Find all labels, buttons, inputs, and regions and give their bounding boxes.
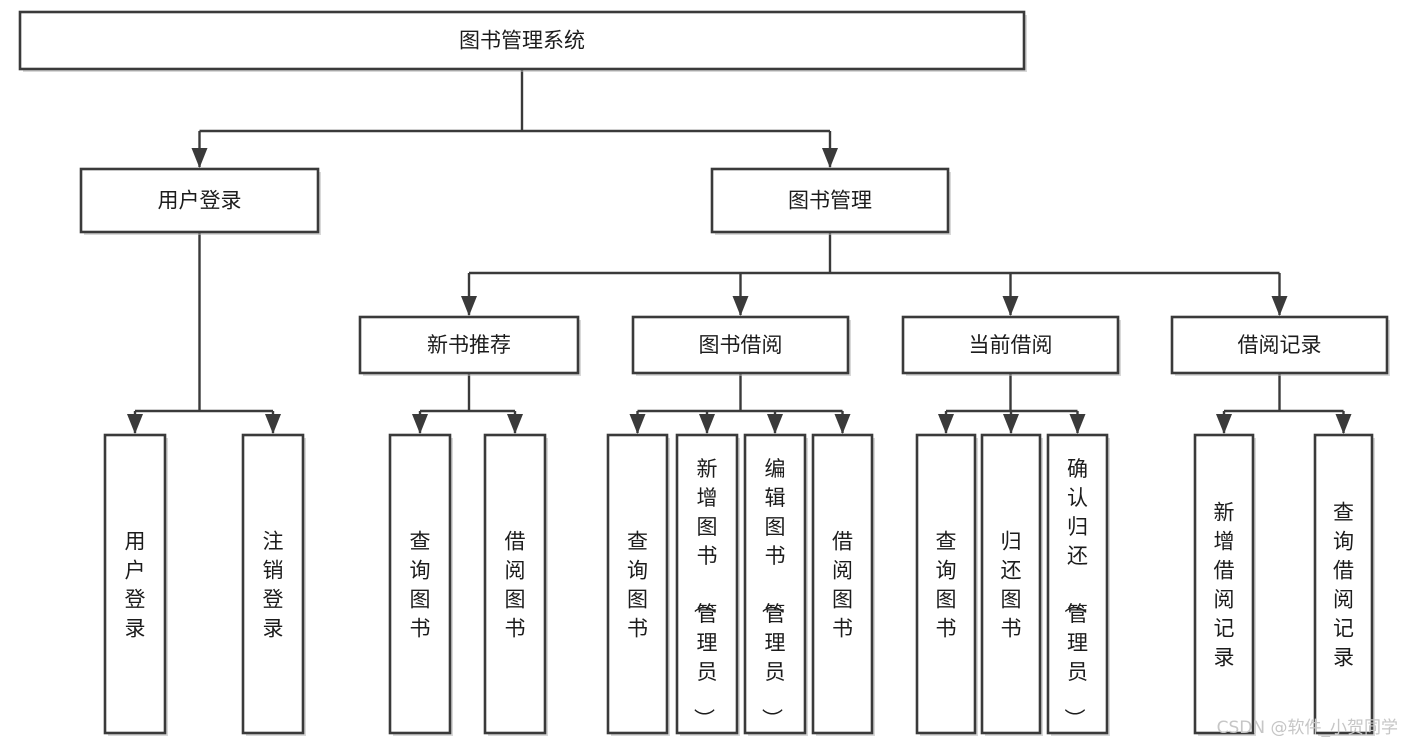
arrowhead-to-new-book-recommend <box>461 296 477 316</box>
arrowhead-to-leaf-return-book <box>1003 414 1019 434</box>
node-label-leaf-logout: 注销登录 <box>263 530 284 641</box>
node-leaf-query-book-current[interactable]: 查询图书 <box>915 433 978 736</box>
node-label-leaf-borrow-book: 借阅图书 <box>832 530 853 641</box>
node-label-leaf-borrow-book-rec: 借阅图书 <box>505 530 526 641</box>
node-root[interactable]: 图书管理系统 <box>18 10 1027 72</box>
node-user-login[interactable]: 用户登录 <box>79 167 321 235</box>
node-label-new-book-recommend: 新书推荐 <box>427 333 511 357</box>
arrowhead-to-leaf-query-book-borrow <box>629 414 646 434</box>
node-leaf-query-book-rec[interactable]: 查询图书 <box>388 433 453 736</box>
node-current-borrow[interactable]: 当前借阅 <box>901 315 1121 376</box>
node-label-leaf-query-book-rec: 查询图书 <box>410 530 431 641</box>
node-borrow-records[interactable]: 借阅记录 <box>1170 315 1390 376</box>
node-label-leaf-confirm-return-admin: 确认归还（管理员） <box>1062 457 1088 729</box>
arrowhead-to-leaf-confirm-return-admin <box>1069 414 1086 434</box>
arrowhead-to-user-login <box>191 148 208 168</box>
node-label-leaf-user-login: 用户登录 <box>125 530 146 641</box>
node-leaf-borrow-book[interactable]: 借阅图书 <box>811 433 875 736</box>
arrowhead-to-book-borrow <box>732 296 749 316</box>
node-layer: 图书管理系统用户登录图书管理新书推荐图书借阅当前借阅借阅记录用户登录注销登录查询… <box>18 10 1390 736</box>
connector-layer <box>127 69 1352 434</box>
node-leaf-borrow-book-rec[interactable]: 借阅图书 <box>483 433 548 736</box>
node-label-borrow-records: 借阅记录 <box>1238 333 1322 357</box>
node-label-leaf-edit-book-admin: 编辑图书（管理员） <box>760 457 786 729</box>
arrowhead-to-leaf-logout <box>265 414 281 434</box>
node-label-book-borrow: 图书借阅 <box>699 333 783 357</box>
arrowhead-to-leaf-user-login <box>127 414 143 434</box>
arrowhead-to-borrow-records <box>1271 296 1288 316</box>
node-leaf-return-book[interactable]: 归还图书 <box>980 433 1043 736</box>
node-leaf-query-book-borrow[interactable]: 查询图书 <box>606 433 670 736</box>
node-leaf-edit-book-admin[interactable]: 编辑图书（管理员） <box>743 433 808 736</box>
node-leaf-logout[interactable]: 注销登录 <box>241 433 306 736</box>
node-leaf-add-borrow-record[interactable]: 新增借阅记录 <box>1193 433 1256 736</box>
node-label-leaf-query-borrow-record: 查询借阅记录 <box>1333 501 1354 670</box>
node-new-book-recommend[interactable]: 新书推荐 <box>358 315 581 376</box>
arrowhead-to-leaf-query-borrow-record <box>1335 414 1352 434</box>
arrowhead-to-book-management <box>822 148 838 168</box>
node-leaf-query-borrow-record[interactable]: 查询借阅记录 <box>1313 433 1375 736</box>
arrowhead-to-leaf-edit-book-admin <box>767 414 783 434</box>
node-leaf-user-login[interactable]: 用户登录 <box>103 433 168 736</box>
node-leaf-confirm-return-admin[interactable]: 确认归还（管理员） <box>1046 433 1110 736</box>
node-label-leaf-query-book-current: 查询图书 <box>936 530 957 641</box>
arrowhead-to-leaf-query-book-current <box>938 414 954 434</box>
arrowhead-to-leaf-borrow-book-rec <box>507 414 523 434</box>
csdn-watermark: CSDN @软件_小贺同学 <box>1217 718 1398 738</box>
arrowhead-to-leaf-add-book-admin <box>699 414 715 434</box>
node-label-root: 图书管理系统 <box>459 29 585 53</box>
node-book-management[interactable]: 图书管理 <box>710 167 951 235</box>
arrowhead-to-leaf-add-borrow-record <box>1216 414 1232 434</box>
arrowhead-to-current-borrow <box>1002 296 1019 316</box>
node-label-leaf-add-borrow-record: 新增借阅记录 <box>1214 501 1235 670</box>
node-book-borrow[interactable]: 图书借阅 <box>631 315 851 376</box>
node-label-leaf-add-book-admin: 新增图书（管理员） <box>692 457 718 729</box>
node-label-book-management: 图书管理 <box>788 189 872 213</box>
arrowhead-to-leaf-borrow-book <box>834 414 851 434</box>
node-label-leaf-query-book-borrow: 查询图书 <box>627 530 648 641</box>
node-label-leaf-return-book: 归还图书 <box>1001 530 1022 641</box>
node-label-current-borrow: 当前借阅 <box>969 333 1053 357</box>
node-leaf-add-book-admin[interactable]: 新增图书（管理员） <box>675 433 740 736</box>
node-label-user-login: 用户登录 <box>158 189 242 213</box>
arrowhead-to-leaf-query-book-rec <box>412 414 428 434</box>
